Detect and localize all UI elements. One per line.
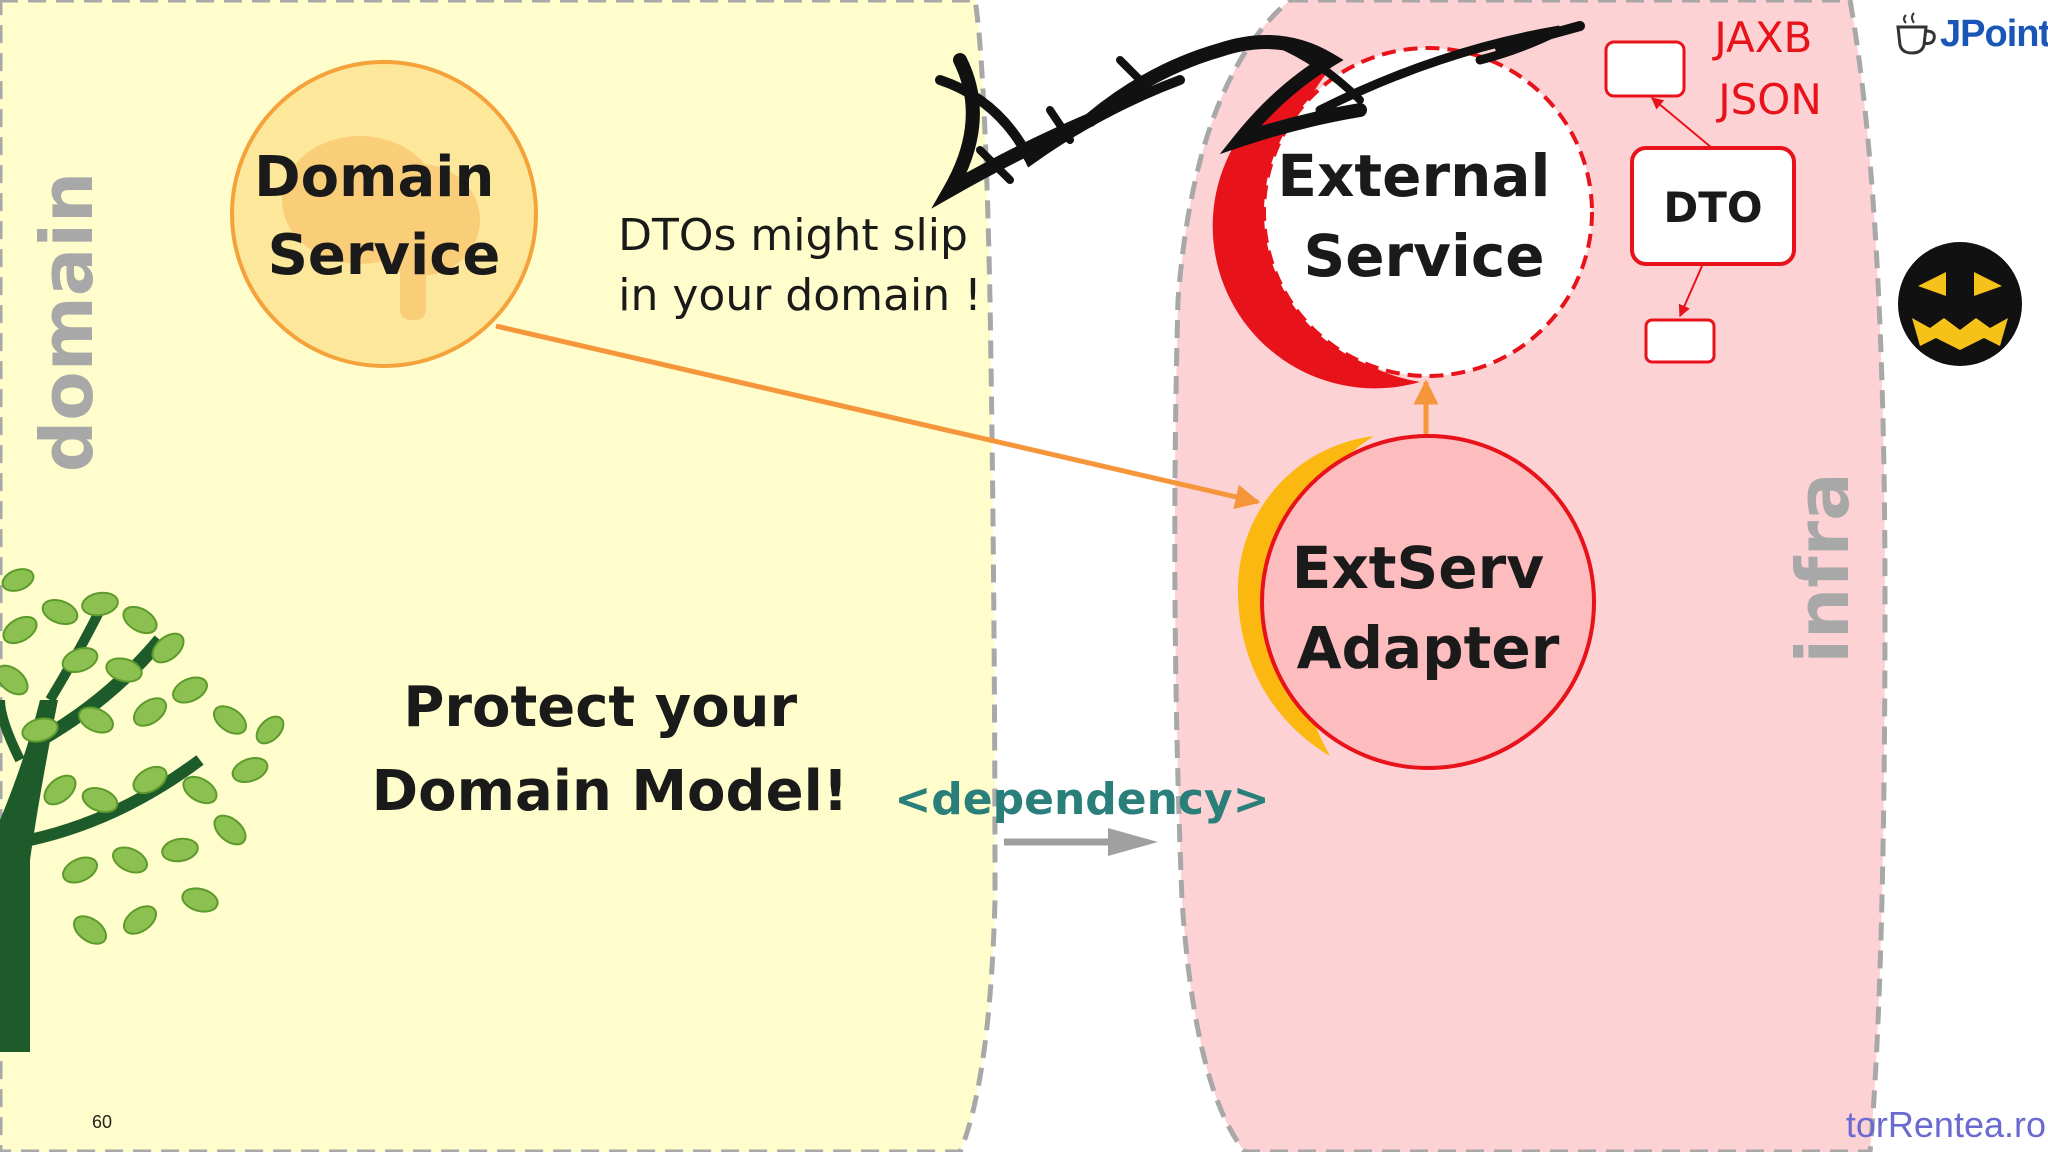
jpoint-logo: JPoint <box>1892 8 2048 60</box>
footer-site-url: torRentea.ro <box>1845 1104 2046 1145</box>
svg-text:External Service: External Service <box>1277 142 1570 290</box>
external-service-label-line2: Service <box>1303 222 1544 290</box>
adapter-label-line2: Adapter <box>1297 614 1560 682</box>
format-jaxb: JAXB <box>1711 13 1812 62</box>
dto-box-label: DTO <box>1663 183 1762 232</box>
format-labels: JAXB JSON <box>1711 13 1825 124</box>
dto-box <box>1630 146 1796 266</box>
pumpkin-icon <box>1898 242 2022 366</box>
domain-service-label-line1: Domain <box>254 145 494 210</box>
brain-icon <box>282 136 480 320</box>
external-service-crescent <box>1212 70 1420 389</box>
dto-child-box-top <box>1604 40 1686 98</box>
infra-zone-label: infra <box>1781 472 1865 663</box>
domain-zone <box>0 0 998 1152</box>
dependency-legend-label: <dependency> <box>894 774 1269 825</box>
dto-warning-line1: DTOs might slip <box>618 210 968 261</box>
adapter-crescent <box>1238 436 1374 756</box>
slide-page-number: 60 <box>92 1112 113 1132</box>
dto-warning-note: DTOs might slip in your domain ! <box>618 210 982 321</box>
tree-illustration <box>0 568 285 1052</box>
dependency-legend-arrow <box>1004 828 1158 856</box>
adapter-node: ExtServ Adapter <box>1238 434 1596 770</box>
external-service-node: External Service <box>1212 46 1594 389</box>
domain-service-node: Domain Service <box>230 60 538 368</box>
jpoint-brand: JPoint <box>1940 12 2048 55</box>
protect-line1: Protect your <box>403 675 797 740</box>
svg-text:ExtServ Adapter: ExtServ Adapter <box>1292 534 1564 682</box>
dto-warning-line2: in your domain ! <box>618 270 981 321</box>
domain-to-adapter-arrow <box>495 323 1261 510</box>
external-service-label-line1: External <box>1277 142 1550 210</box>
svg-text:Domain Service: Domain Service <box>254 145 514 288</box>
adapter-label-line1: ExtServ <box>1292 534 1544 602</box>
protect-message: Protect your Domain Model! <box>372 675 849 824</box>
domain-service-label-line2: Service <box>268 223 501 288</box>
protect-line2: Domain Model! <box>372 759 849 824</box>
dto-diagram: DTO <box>1604 40 1796 364</box>
dto-child-box-bottom <box>1644 318 1716 364</box>
scribble-mark <box>931 21 1585 209</box>
domain-zone-label: domain <box>25 172 109 473</box>
coffee-cup-icon <box>1896 12 1936 55</box>
format-json: JSON <box>1715 75 1822 124</box>
